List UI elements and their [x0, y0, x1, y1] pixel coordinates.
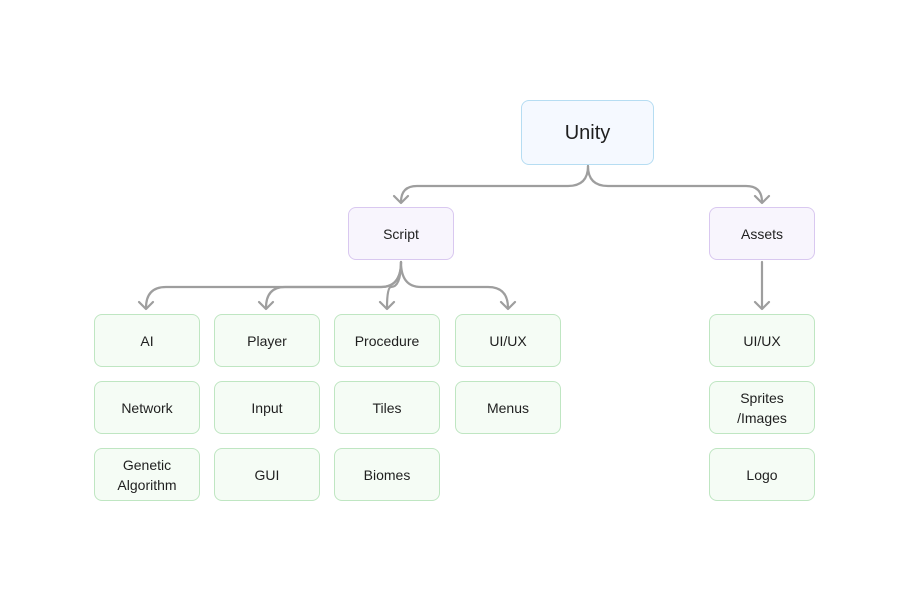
node-biomes-label: Biomes [363, 466, 411, 483]
node-biomes[interactable]: Biomes [334, 448, 440, 501]
node-tiles[interactable]: Tiles [334, 381, 440, 434]
node-assets-uiux-label: UI/UX [743, 332, 781, 349]
node-procedure[interactable]: Procedure [334, 314, 440, 367]
node-script-label: Script [383, 225, 419, 242]
node-menus-label: Menus [486, 399, 530, 416]
node-ai[interactable]: AI [94, 314, 200, 367]
node-procedure-label: Procedure [354, 332, 420, 349]
arrowhead-icon [753, 300, 771, 311]
node-assets-label: Assets [740, 225, 783, 242]
node-sprites-images-label: Sprites /Images [737, 389, 787, 426]
node-script-uiux[interactable]: UI/UX [455, 314, 561, 367]
node-menus[interactable]: Menus [455, 381, 561, 434]
node-unity[interactable]: Unity [521, 100, 654, 165]
node-tiles-label: Tiles [372, 399, 402, 416]
node-script[interactable]: Script [348, 207, 454, 260]
node-player[interactable]: Player [214, 314, 320, 367]
connector-script-procedure [385, 260, 403, 310]
node-assets-uiux[interactable]: UI/UX [709, 314, 815, 367]
node-logo[interactable]: Logo [709, 448, 815, 501]
connector-unity-script [399, 164, 590, 204]
node-assets[interactable]: Assets [709, 207, 815, 260]
node-input-label: Input [251, 399, 283, 416]
node-sprites-images[interactable]: Sprites /Images [709, 381, 815, 434]
arrowhead-icon [257, 300, 275, 311]
node-input[interactable]: Input [214, 381, 320, 434]
node-script-uiux-label: UI/UX [489, 332, 527, 349]
connector-unity-assets [586, 164, 764, 204]
arrowhead-icon [378, 300, 396, 311]
node-gui[interactable]: GUI [214, 448, 320, 501]
node-unity-label: Unity [564, 121, 611, 144]
connector-script-uiux [399, 260, 510, 310]
node-network-label: Network [121, 399, 173, 416]
arrowhead-icon [137, 300, 155, 311]
node-genetic-algorithm[interactable]: Genetic Algorithm [94, 448, 200, 501]
node-gui-label: GUI [254, 466, 280, 483]
node-ai-label: AI [140, 332, 154, 349]
node-genetic-algorithm-label: Genetic Algorithm [117, 456, 177, 493]
connector-script-player [264, 260, 403, 310]
node-player-label: Player [247, 332, 287, 349]
arrowhead-icon [392, 194, 410, 205]
node-logo-label: Logo [746, 466, 778, 483]
arrowhead-icon [753, 194, 771, 205]
arrowhead-icon [499, 300, 517, 311]
node-network[interactable]: Network [94, 381, 200, 434]
